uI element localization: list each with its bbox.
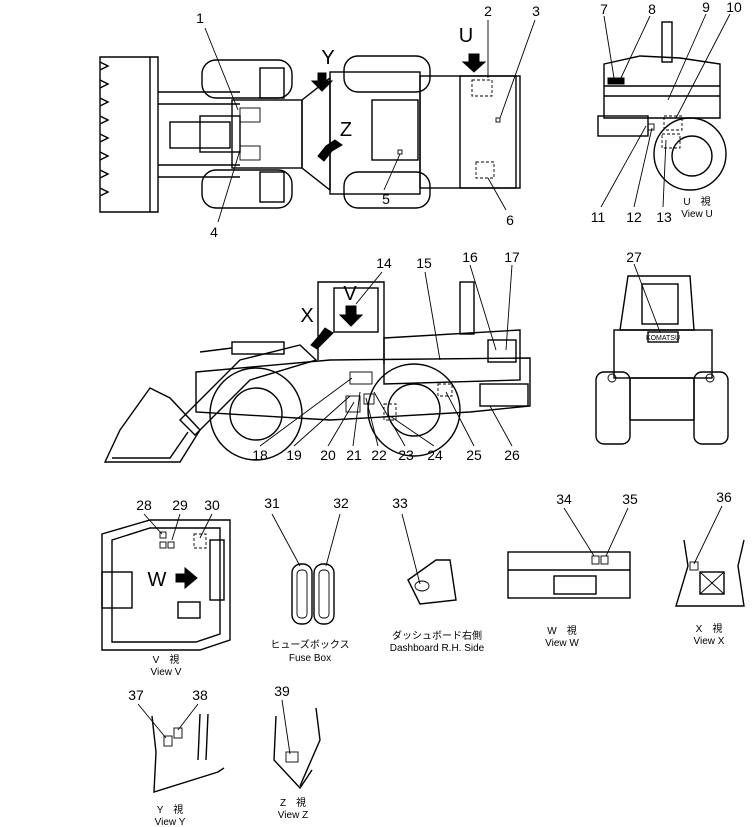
callout-8: 8 bbox=[648, 1, 656, 17]
dashboard-drawing bbox=[407, 559, 457, 605]
caption-fuse-box-en: Fuse Box bbox=[289, 653, 331, 664]
view-x-drawing bbox=[675, 539, 745, 607]
view-letter-x: X bbox=[300, 305, 313, 327]
callout-31: 31 bbox=[264, 495, 280, 511]
caption-view-y-jp: Y 視 bbox=[157, 803, 184, 816]
caption-view-u-en: View U bbox=[681, 209, 713, 220]
top-view-drawing bbox=[99, 53, 521, 213]
callout-2: 2 bbox=[484, 3, 492, 19]
callout-39: 39 bbox=[274, 683, 290, 699]
view-y-drawing bbox=[151, 713, 225, 793]
callout-24: 24 bbox=[427, 447, 443, 463]
caption-view-x-jp: X 視 bbox=[696, 622, 723, 635]
callout-25: 25 bbox=[466, 447, 482, 463]
caption-view-x-en: View X bbox=[694, 636, 725, 647]
caption-view-u-jp: U 視 bbox=[683, 195, 710, 208]
callout-3: 3 bbox=[532, 3, 540, 19]
callout-11: 11 bbox=[591, 209, 606, 225]
callout-35: 35 bbox=[622, 491, 638, 507]
callout-29: 29 bbox=[172, 497, 188, 513]
caption-view-z-en: View Z bbox=[278, 810, 308, 821]
view-u-drawing bbox=[597, 21, 727, 191]
caption-fuse-box-jp: ヒューズボックス bbox=[270, 638, 349, 651]
callout-9: 9 bbox=[702, 0, 710, 15]
fuse-box-drawing bbox=[291, 563, 335, 625]
captions: U 視 View U V 視 View V ヒューズボックス Fuse Box … bbox=[151, 195, 725, 827]
callout-5: 5 bbox=[382, 191, 390, 207]
callout-34: 34 bbox=[556, 491, 572, 507]
view-letter-z: Z bbox=[340, 119, 352, 141]
view-z-drawing bbox=[273, 707, 321, 790]
side-view-drawing bbox=[103, 281, 531, 463]
view-letter-y: Y bbox=[321, 47, 334, 69]
callout-23: 23 bbox=[398, 447, 414, 463]
callout-26: 26 bbox=[504, 447, 520, 463]
callout-10: 10 bbox=[726, 0, 742, 15]
caption-view-y-en: View Y bbox=[155, 817, 186, 827]
callout-20: 20 bbox=[320, 447, 336, 463]
caption-view-v-jp: V 視 bbox=[153, 653, 180, 666]
caption-view-v-en: View V bbox=[151, 667, 182, 678]
callout-13: 13 bbox=[656, 209, 672, 225]
callout-36: 36 bbox=[716, 489, 732, 505]
callout-32: 32 bbox=[333, 495, 349, 511]
caption-view-w-en: View W bbox=[545, 638, 579, 649]
callout-14: 14 bbox=[376, 255, 392, 271]
callout-18: 18 bbox=[252, 447, 268, 463]
view-letter-v: V bbox=[343, 283, 357, 305]
view-w-drawing bbox=[507, 551, 631, 599]
caption-view-w-jp: W 視 bbox=[547, 624, 576, 637]
callout-7: 7 bbox=[600, 1, 608, 17]
caption-dashboard-en: Dashboard R.H. Side bbox=[390, 643, 485, 654]
callout-16: 16 bbox=[462, 249, 478, 265]
callout-numbers: 1 2 3 4 5 6 7 8 9 10 11 12 13 14 15 16 1… bbox=[128, 0, 742, 703]
callout-38: 38 bbox=[192, 687, 208, 703]
callout-12: 12 bbox=[626, 209, 642, 225]
rear-view-drawing: KOMATSU bbox=[595, 275, 729, 445]
view-letters: U Y Z V X W bbox=[148, 25, 474, 591]
caption-view-z-jp: Z 視 bbox=[280, 796, 306, 809]
callout-33: 33 bbox=[392, 495, 408, 511]
caption-dashboard-jp: ダッシュボード右側 bbox=[392, 629, 482, 642]
callout-30: 30 bbox=[204, 497, 220, 513]
callout-28: 28 bbox=[136, 497, 152, 513]
callout-19: 19 bbox=[286, 447, 302, 463]
view-letter-w: W bbox=[148, 569, 167, 591]
callout-4: 4 bbox=[210, 224, 218, 240]
callout-15: 15 bbox=[416, 255, 432, 271]
callout-37: 37 bbox=[128, 687, 144, 703]
callout-17: 17 bbox=[504, 249, 520, 265]
callout-21: 21 bbox=[346, 447, 362, 463]
view-letter-u: U bbox=[459, 25, 473, 47]
callout-27: 27 bbox=[626, 249, 642, 265]
callout-6: 6 bbox=[506, 212, 514, 228]
callout-1: 1 bbox=[196, 10, 204, 26]
leader-lines bbox=[137, 13, 731, 755]
brand-plate: KOMATSU bbox=[646, 335, 680, 342]
callout-22: 22 bbox=[371, 447, 387, 463]
